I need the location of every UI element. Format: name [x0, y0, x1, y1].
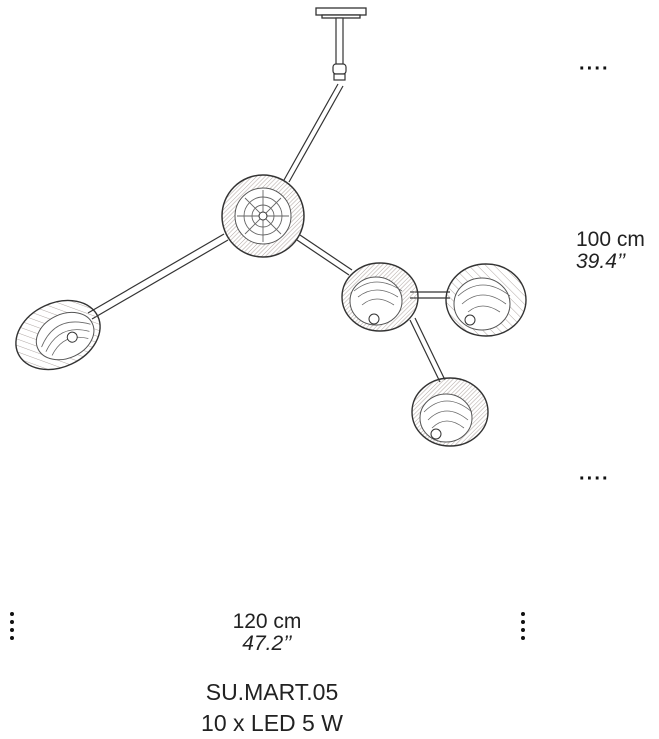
chandelier-arms: [87, 83, 450, 383]
lamp-shade-left: [15, 299, 101, 371]
height-top-marker: ····: [579, 58, 610, 80]
width-inch-label: 47.2’’: [242, 632, 292, 655]
width-cm-label: 120 cm: [232, 610, 302, 633]
width-dimension: 120 cm 47.2’’: [200, 611, 334, 655]
central-sphere: [221, 174, 305, 258]
ceiling-canopy: [315, 7, 367, 19]
lamp-shade-center-right: [341, 262, 419, 332]
height-inch-label: 39.4’’: [576, 250, 626, 273]
lamp-shade-bottom: [411, 377, 489, 447]
product-code: SU.MART.05: [205, 679, 339, 705]
lamp-shade-right: [445, 263, 527, 337]
width-left-marker: [8, 612, 16, 644]
width-right-marker: [519, 612, 527, 644]
suspension-rod: [332, 17, 347, 81]
height-bottom-marker: ····: [579, 468, 610, 490]
height-dimension: 100 cm 39.4’’: [576, 229, 645, 273]
height-cm-label: 100 cm: [576, 228, 645, 251]
lamp-specification: 10 x LED 5 W: [201, 710, 343, 736]
